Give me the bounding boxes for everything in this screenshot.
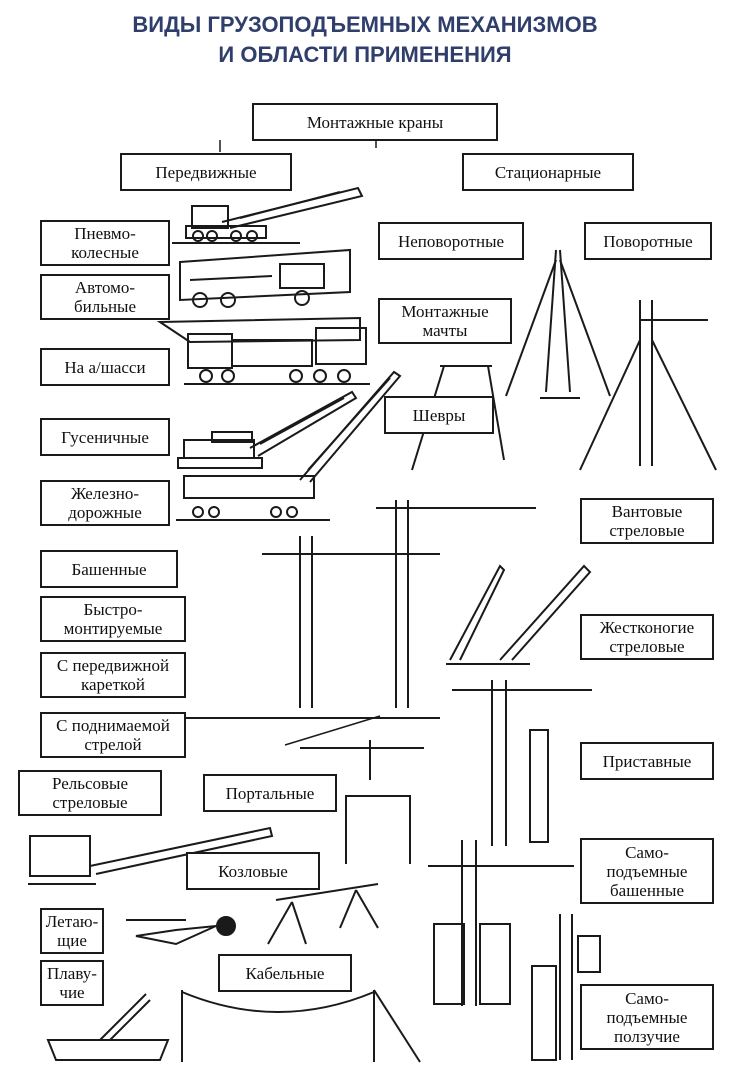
floating-label-2: чие <box>59 983 85 1002</box>
chassis-box: На а/шасси <box>40 348 170 386</box>
root-box: Монтажные краны <box>252 103 498 141</box>
railway-box: Железно-дорожные <box>40 480 170 526</box>
guyed-jib-crane-drawing <box>580 300 716 470</box>
mobile-label: Передвижные <box>155 162 257 182</box>
crawler-box: Гусеничные <box>40 418 170 456</box>
shears-box: Шевры <box>384 396 494 434</box>
non-rotating-box: Неповоротные <box>378 222 524 260</box>
stiffleg-label-1: Жестконогие <box>599 618 695 637</box>
masts-label-2: мачты <box>422 321 468 340</box>
pneumo-label-1: Пневмо- <box>74 224 136 243</box>
railway-label-2: дорожные <box>68 503 142 522</box>
pneumo-label-2: колесные <box>71 243 139 262</box>
chassis-label: На а/шасси <box>64 357 146 377</box>
chassis-crane-drawing <box>160 318 370 384</box>
portal-label: Портальные <box>225 783 315 803</box>
quick-label-1: Быстро- <box>83 600 143 619</box>
self-climbing-tower-drawing <box>428 840 574 1006</box>
floating-crane-drawing <box>48 994 168 1060</box>
quick-box: Быстро-монтируемые <box>40 596 186 642</box>
attached-crane-drawing <box>452 680 592 846</box>
rotating-box: Поворотные <box>584 222 712 260</box>
railway-crane-drawing <box>176 372 400 520</box>
tower-crane-drawing <box>186 500 536 718</box>
rail-jib-label-1: Рельсовые <box>51 774 129 793</box>
rail-jib-crane-drawing <box>28 828 272 884</box>
masts-label-1: Монтажные <box>401 302 489 321</box>
truck-crane-drawing <box>180 250 350 307</box>
shears-label: Шевры <box>412 405 466 425</box>
pneumo-box: Пневмо-колесные <box>40 220 170 266</box>
trolley-label-1: С передвижной <box>56 656 170 675</box>
rail-jib-label-2: стреловые <box>52 793 128 812</box>
page-title: ВИДЫ ГРУЗОПОДЪЕМНЫХ МЕХАНИЗМОВ И ОБЛАСТИ… <box>0 10 730 70</box>
self-crawl-label-3: ползучие <box>614 1026 680 1046</box>
stiffleg-label-2: стреловые <box>609 637 685 656</box>
cable-box: Кабельные <box>218 954 352 992</box>
self-crawling-crane-drawing <box>532 914 600 1060</box>
self-crawl-label-1: Само- <box>625 988 669 1008</box>
crawler-crane-drawing <box>178 392 356 468</box>
root-label: Монтажные краны <box>306 112 444 132</box>
helicopter-drawing <box>126 917 235 944</box>
rotating-label: Поворотные <box>603 231 693 251</box>
floating-label-1: Плаву- <box>47 964 97 983</box>
auto-label-2: бильные <box>73 297 137 316</box>
stiffleg-crane-drawing <box>446 566 590 664</box>
self-tower-label-3: башенные <box>610 880 684 900</box>
guyed-label-1: Вантовые <box>611 502 683 521</box>
guyed-label-2: стреловые <box>609 521 685 540</box>
pneumo-wheeled-crane-drawing <box>172 188 362 243</box>
stationary-label: Стационарные <box>494 162 602 182</box>
self-crawl-label-2: подъемные <box>606 1007 688 1027</box>
non-rotating-label: Неповоротные <box>397 231 505 251</box>
guyed-mast-drawing <box>506 250 610 398</box>
stationary-box: Стационарные <box>462 153 634 191</box>
flying-label-1: Летаю- <box>45 912 99 931</box>
gantry-crane-drawing <box>268 884 378 944</box>
railway-label-1: Железно- <box>70 484 140 503</box>
attached-box: Приставные <box>580 742 714 780</box>
connector-lines <box>220 140 380 745</box>
flying-label-2: щие <box>57 931 87 950</box>
title-line-2: И ОБЛАСТИ ПРИМЕНЕНИЯ <box>218 42 512 67</box>
tower-label: Башенные <box>71 559 147 579</box>
floating-box: Плаву-чие <box>40 960 104 1006</box>
portal-crane-drawing <box>300 740 424 864</box>
auto-box: Автомо-бильные <box>40 274 170 320</box>
luffing-label-1: С поднимаемой <box>56 716 170 735</box>
self-tower-label-1: Само- <box>625 842 669 862</box>
trolley-label-2: кареткой <box>80 675 145 694</box>
luffing-label-2: стрелой <box>84 735 142 754</box>
gantry-label: Козловые <box>218 861 288 881</box>
self-tower-label-2: подъемные <box>606 861 688 881</box>
gantry-box: Козловые <box>186 852 320 890</box>
cable-crane-drawing <box>182 990 420 1062</box>
quick-label-2: монтируемые <box>63 619 163 638</box>
portal-box: Портальные <box>203 774 337 812</box>
attached-label: Приставные <box>602 751 692 771</box>
tower-box: Башенные <box>40 550 178 588</box>
auto-label-1: Автомо- <box>74 278 136 297</box>
crawler-label: Гусеничные <box>61 427 149 447</box>
flying-box: Летаю-щие <box>40 908 104 954</box>
title-line-1: ВИДЫ ГРУЗОПОДЪЕМНЫХ МЕХАНИЗМОВ <box>132 12 598 37</box>
cable-label: Кабельные <box>245 963 325 983</box>
mobile-box: Передвижные <box>120 153 292 191</box>
